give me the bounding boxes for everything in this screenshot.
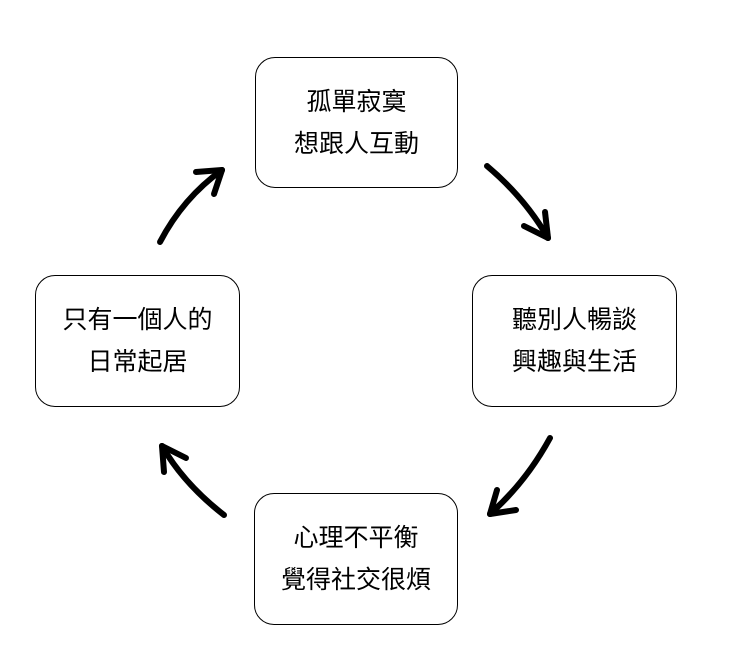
node-imbalance-line-1: 心理不平衡: [293, 523, 419, 552]
node-imbalance-line-2: 覺得社交很煩: [280, 565, 431, 594]
cycle-node-alone: 只有一個人的 日常起居: [35, 275, 240, 407]
arrow-right-to-bottom-icon: [487, 435, 553, 517]
node-lonely-line-1: 孤單寂寞: [306, 86, 407, 116]
cycle-node-listen: 聽別人暢談 興趣與生活: [472, 275, 677, 407]
node-listen-line-1: 聽別人暢談: [511, 305, 637, 334]
node-alone-line-1: 只有一個人的: [62, 305, 213, 334]
node-alone-line-2: 日常起居: [87, 347, 188, 376]
cycle-node-lonely: 孤單寂寞 想跟人互動: [255, 57, 458, 188]
arrow-top-to-right-icon: [484, 163, 551, 241]
arrow-left-to-top-icon: [157, 167, 225, 245]
arrow-bottom-to-left-icon: [159, 443, 227, 518]
node-listen-line-2: 興趣與生活: [511, 347, 637, 376]
cycle-node-imbalance: 心理不平衡 覺得社交很煩: [254, 493, 458, 625]
node-lonely-line-2: 想跟人互動: [293, 128, 419, 158]
